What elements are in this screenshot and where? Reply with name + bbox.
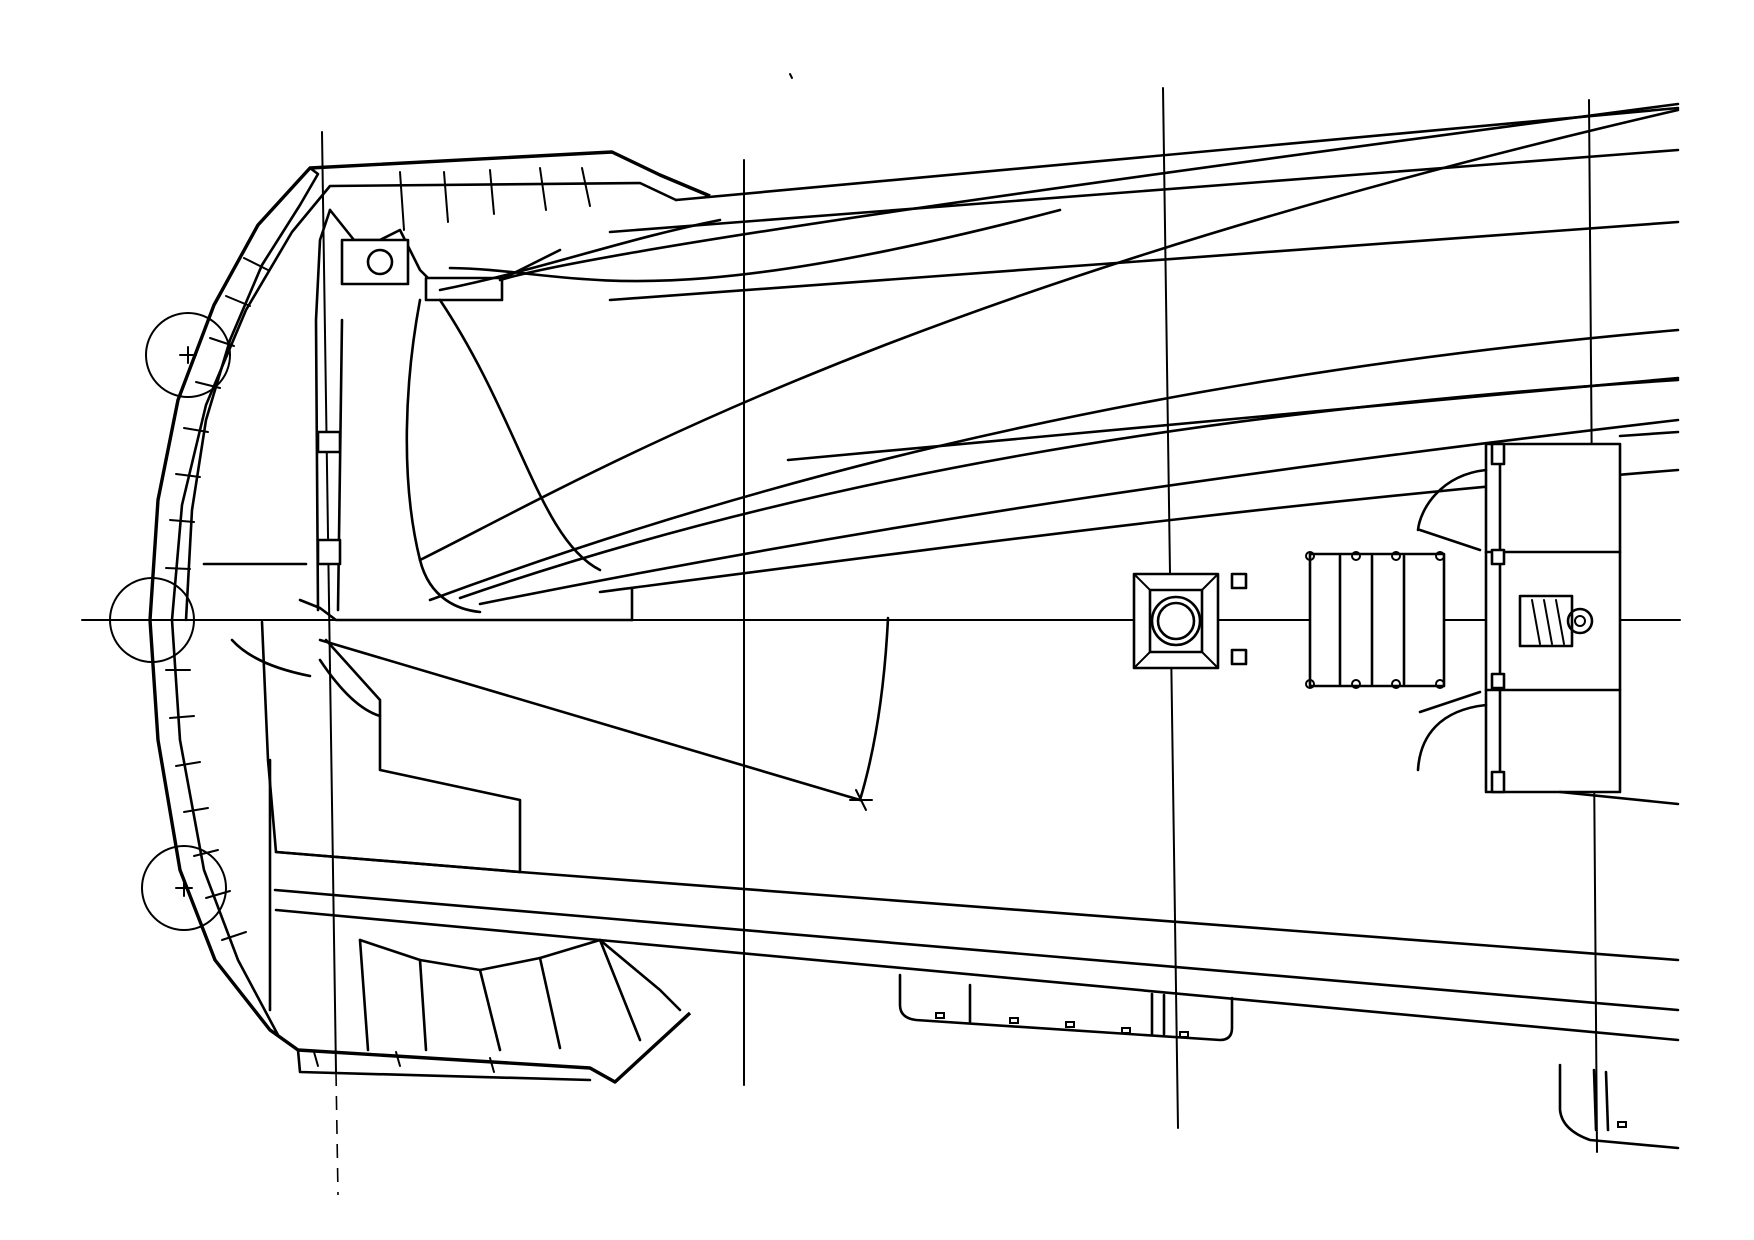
bitt-lower [1230,648,1248,666]
lower-bulwark [296,938,682,1082]
rigging-curves [405,102,1680,622]
bow-frame-upper [202,208,634,622]
mast-partner-hatch [1132,572,1248,670]
hull-outline [148,150,711,1084]
bitt-upper [1230,572,1248,590]
deadeye-marks [935,1012,1189,1038]
mast-circle [1150,595,1202,647]
bow-frame-lower [230,616,1680,1042]
reference-tick [789,73,793,79]
bulwark-stanchions [165,257,269,941]
windlass-barrel [1518,594,1594,648]
fender-lower [141,845,227,931]
fender-circles [109,312,231,931]
grating-hatch [1305,551,1446,689]
capstan-house [1416,430,1680,806]
top-rail-stanchions [399,167,591,231]
lower-rail-stanchions [313,1051,495,1073]
side-channel [898,973,1680,1150]
